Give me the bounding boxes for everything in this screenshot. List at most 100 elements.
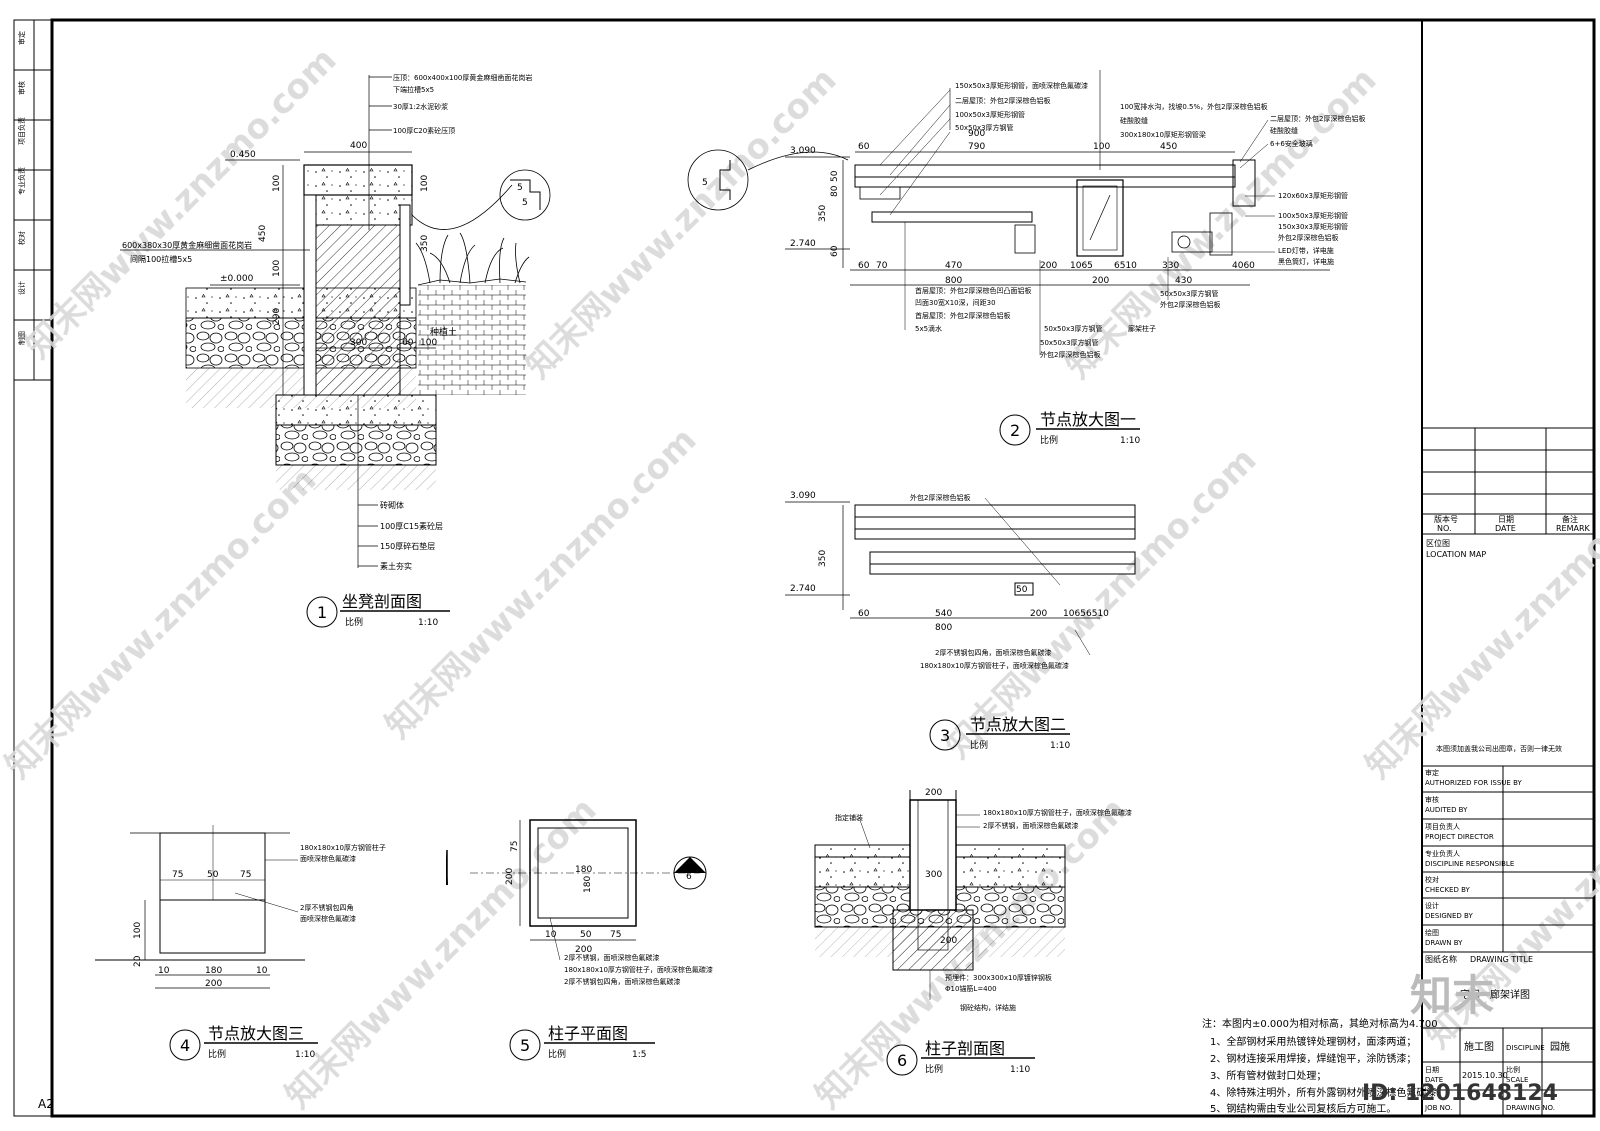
detail-number-circle <box>929 719 961 751</box>
svg-text:50: 50 <box>580 930 592 940</box>
general-note: 4、除特殊注明外，所有外露钢材外喷深棕色氟碳漆； <box>1210 1086 1446 1099</box>
svg-text:6510: 6510 <box>1086 609 1109 619</box>
svg-text:200: 200 <box>1040 261 1057 271</box>
level-mark: 2.740 <box>790 584 816 594</box>
svg-text:DATE: DATE <box>1425 1076 1443 1084</box>
note: 100宽排水沟，找坡0.5%，外包2厚深棕色铝板 <box>1120 102 1268 111</box>
svg-text:800: 800 <box>945 276 962 286</box>
svg-text:SCALE: SCALE <box>1506 1076 1528 1084</box>
svg-text:5: 5 <box>522 198 528 208</box>
note: 150x30x3厚矩形钢管 <box>1278 222 1348 231</box>
svg-text:450: 450 <box>258 225 268 242</box>
svg-text:PROJECT DIRECTOR: PROJECT DIRECTOR <box>1425 833 1494 841</box>
svg-text:专业负责人: 专业负责人 <box>1425 849 1460 858</box>
svg-text:比例: 比例 <box>1040 434 1058 446</box>
detail-number-circle <box>509 1029 541 1061</box>
note: 间隔100拉槽5x5 <box>130 254 192 264</box>
watermark-logo: 知末 <box>1410 971 1494 1020</box>
left-strip-label: 校对 <box>17 231 26 245</box>
general-note: 注：本图内±0.000为相对标高，其绝对标高为4.700 <box>1202 1017 1438 1030</box>
level-mark: 3.090 <box>790 146 816 156</box>
svg-text:2015.10.30: 2015.10.30 <box>1462 1071 1508 1080</box>
note: 外包2厚深棕色铝板 <box>1278 233 1338 242</box>
svg-text:800: 800 <box>935 623 952 633</box>
svg-text:DRAWING NO.: DRAWING NO. <box>1506 1104 1555 1112</box>
svg-text:设计: 设计 <box>1425 901 1439 910</box>
svg-text:200: 200 <box>1030 609 1047 619</box>
note: 压顶：600x400x100厚黄金麻细凿面花岗岩 <box>393 73 532 82</box>
inner-frame <box>50 18 1596 1118</box>
svg-text:75: 75 <box>510 841 520 852</box>
note: 150x50x3厚矩形钢管，面喷深棕色氟碳漆 <box>955 81 1088 90</box>
note: 120x60x3厚矩形钢管 <box>1278 191 1348 200</box>
detail-2-node-enlarged-1: 5 60 900 790 100 450 60 70 470 800 200 1… <box>687 70 1365 446</box>
svg-text:日期: 日期 <box>1425 1066 1439 1074</box>
detail-number: 4 <box>180 1036 190 1055</box>
left-strip-label: 设计 <box>17 281 26 295</box>
note: 二层屋顶：外包2厚深棕色铝板 <box>1270 114 1365 123</box>
svg-text:100: 100 <box>133 922 143 939</box>
svg-text:450: 450 <box>1160 142 1177 152</box>
general-note: 5、钢结构需由专业公司复核后方可施工。 <box>1210 1102 1396 1115</box>
note: 300x180x10厚矩形钢管梁 <box>1120 130 1206 139</box>
detail-number: 2 <box>1010 421 1020 440</box>
svg-text:60: 60 <box>830 245 840 257</box>
left-strip-label: 审核 <box>17 81 26 95</box>
general-note: 2、钢材连接采用焊接，焊缝饱平，涂防锈漆； <box>1210 1052 1416 1065</box>
svg-text:200: 200 <box>505 868 515 885</box>
svg-text:540: 540 <box>935 609 952 619</box>
note: 硅酸胶缝 <box>1120 116 1148 125</box>
note: 凹面30宽X10深，间距30 <box>915 298 996 307</box>
svg-text:DISCIPLINE RESPONSIBLE: DISCIPLINE RESPONSIBLE <box>1425 860 1514 868</box>
left-strip-label: 制图 <box>17 331 26 345</box>
note: 廊架柱子 <box>1128 324 1156 333</box>
detail-number-circle <box>999 414 1031 446</box>
svg-text:1065: 1065 <box>1063 609 1086 619</box>
svg-text:60: 60 <box>402 338 414 348</box>
left-strip <box>13 19 53 381</box>
svg-text:AUTHORIZED FOR ISSUE BY: AUTHORIZED FOR ISSUE BY <box>1425 779 1522 787</box>
note: 首层屋顶：外包2厚深棕色铝板 <box>915 311 1010 320</box>
note: 50x50x3厚方钢管 <box>1040 338 1099 347</box>
general-note: 1、全部钢材采用热镀锌处理钢材，面漆两道； <box>1210 1035 1416 1048</box>
svg-text:1:10: 1:10 <box>1050 741 1070 751</box>
svg-text:1:10: 1:10 <box>418 618 438 628</box>
note: 面喷深棕色氟碳漆 <box>300 854 356 863</box>
svg-text:350: 350 <box>420 235 430 252</box>
note: 100x50x3厚矩形钢管 <box>1278 211 1348 220</box>
svg-text:AUDITED BY: AUDITED BY <box>1425 806 1468 814</box>
outer-border <box>13 19 1595 1117</box>
svg-text:100: 100 <box>420 338 437 348</box>
note: 50x50x3厚方钢管 <box>955 123 1014 132</box>
note: 180x180x10厚方钢管柱子，面喷深棕色氟碳漆 <box>564 965 713 974</box>
svg-text:180: 180 <box>575 865 592 875</box>
svg-text:75: 75 <box>172 870 183 880</box>
svg-text:1:10: 1:10 <box>1120 436 1140 446</box>
watermark-text: 知末网www.znzmo.com <box>518 60 844 386</box>
svg-text:50: 50 <box>207 870 219 880</box>
svg-text:REMARK: REMARK <box>1556 524 1591 533</box>
svg-text:园施: 园施 <box>1550 1040 1570 1053</box>
svg-text:审核: 审核 <box>1425 795 1439 804</box>
note: 外包2厚深棕色铝板 <box>1040 350 1100 359</box>
svg-text:比例: 比例 <box>208 1048 226 1060</box>
svg-text:790: 790 <box>968 142 985 152</box>
svg-text:绘图: 绘图 <box>1425 928 1439 937</box>
svg-text:1:10: 1:10 <box>1010 1065 1030 1075</box>
level-mark: 3.090 <box>790 491 816 501</box>
detail-title: 节点放大图一 <box>1040 410 1136 429</box>
svg-text:50: 50 <box>1016 585 1028 595</box>
svg-text:350: 350 <box>818 550 828 567</box>
svg-text:330: 330 <box>1162 261 1179 271</box>
svg-text:200: 200 <box>205 979 222 989</box>
svg-text:CHECKED BY: CHECKED BY <box>1425 886 1471 894</box>
detail-number: 1 <box>317 603 327 622</box>
svg-text:60: 60 <box>858 609 870 619</box>
detail-number-circle <box>169 1029 201 1061</box>
svg-text:DRAWING TITLE: DRAWING TITLE <box>1470 955 1533 964</box>
svg-text:80: 80 <box>830 185 840 197</box>
svg-text:版本号: 版本号 <box>1434 514 1458 524</box>
detail-number: 6 <box>897 1051 907 1070</box>
svg-text:900: 900 <box>968 129 985 139</box>
note: 180x180x10厚方钢管柱子 <box>300 843 386 852</box>
